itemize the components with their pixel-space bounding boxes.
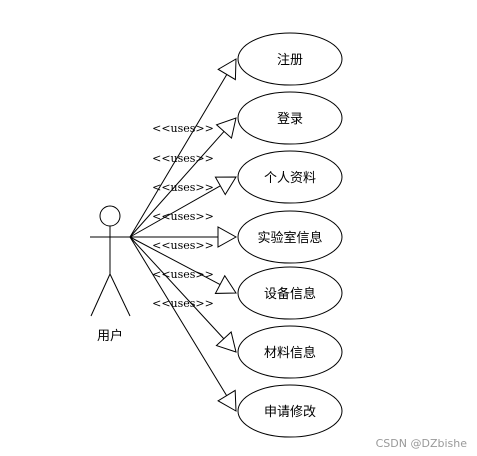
uses-label: <<uses>>	[152, 181, 214, 194]
use-case-label: 个人资料	[264, 171, 316, 186]
uses-label: <<uses>>	[152, 122, 214, 135]
arrowhead	[214, 176, 237, 196]
use-case: 申请修改	[237, 384, 343, 438]
association-line	[129, 236, 228, 396]
uses-label: <<uses>>	[152, 152, 214, 165]
use-case-ellipse	[237, 150, 343, 204]
actor-left-leg	[90, 273, 111, 317]
association-line	[129, 236, 221, 286]
use-case-label: 登录	[277, 112, 303, 127]
association-line	[129, 185, 221, 238]
uses-label: <<uses>>	[152, 268, 214, 281]
actor-label: 用户	[97, 328, 123, 344]
association-layer	[129, 58, 238, 412]
use-case-ellipse	[237, 266, 343, 320]
actor-head	[99, 205, 121, 227]
association-line	[129, 131, 225, 238]
use-case: 个人资料	[237, 150, 343, 204]
use-case-ellipse	[237, 32, 343, 86]
arrowhead	[215, 117, 237, 140]
actor-right-leg	[109, 273, 131, 317]
use-case-label: 设备信息	[264, 286, 316, 302]
use-case-label: 材料信息	[264, 345, 316, 361]
uses-label: <<uses>>	[152, 239, 214, 252]
uses-label: <<uses>>	[152, 210, 214, 223]
use-case-label: 注册	[277, 53, 303, 68]
arrowhead	[215, 331, 237, 353]
use-case-label: 实验室信息	[257, 230, 322, 246]
use-case-label: 申请修改	[264, 405, 316, 420]
use-case-ellipse	[237, 325, 343, 379]
association-line	[129, 74, 228, 238]
arrowhead	[217, 389, 237, 412]
use-case: 材料信息	[237, 325, 343, 379]
uses-label: <<uses>>	[152, 297, 214, 310]
arrowhead	[217, 226, 238, 248]
use-case: 设备信息	[237, 266, 343, 320]
arrowhead	[214, 274, 237, 294]
use-case-ellipse	[237, 210, 343, 264]
arrowhead	[217, 58, 237, 81]
association-line	[129, 236, 225, 340]
actor-user: 用户	[90, 205, 131, 344]
use-case-ellipse	[237, 384, 343, 438]
use-case: 登录	[237, 91, 343, 145]
watermark: CSDN @DZbishe	[375, 437, 467, 450]
use-case: 实验室信息	[237, 210, 343, 264]
uses-label-layer: <<uses>> <<uses>> <<uses>> <<uses>> <<uses>>…	[152, 122, 214, 310]
use-case-ellipse	[237, 91, 343, 145]
use-case: 注册	[237, 32, 343, 86]
